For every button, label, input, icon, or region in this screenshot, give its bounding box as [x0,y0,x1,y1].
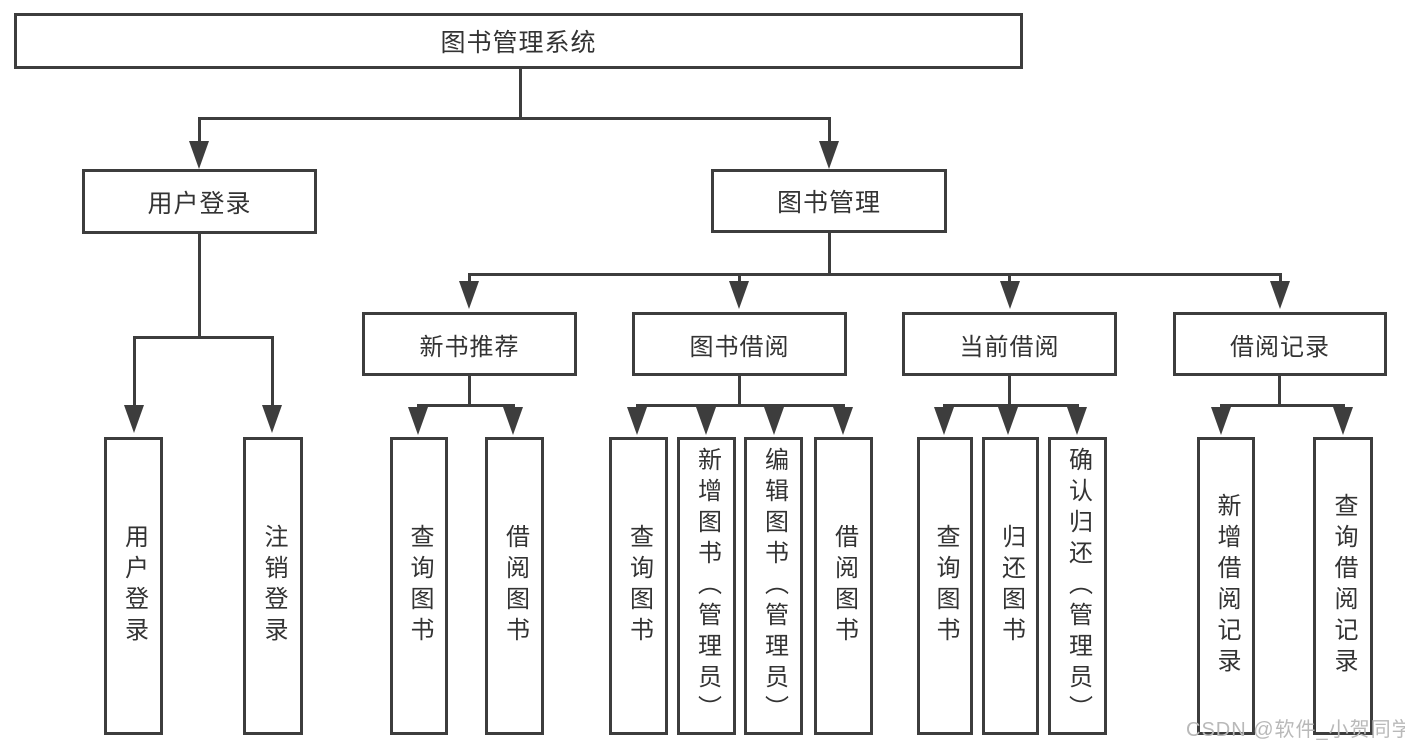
connector-user-vertical [198,233,201,339]
arrowhead-icon [764,407,784,435]
connector-root-vertical [519,69,522,119]
node-label: 新书推荐 [419,333,520,361]
arrowhead-icon [998,407,1018,435]
connector-stem [133,336,136,406]
node-book-management: 图书管理 [711,169,947,233]
node-label: 新增借阅记录 [1213,493,1240,679]
leaf-borrow-books-borrowing: 借阅图书 [814,437,873,735]
connector-vertical [468,376,471,407]
watermark: CSDN @软件_小贺同学 [1186,719,1405,741]
leaf-add-book-admin: 新增图书（管理员） [677,437,736,735]
arrowhead-icon [408,407,428,435]
connector-stem [1279,273,1282,283]
arrowhead-icon [627,407,647,435]
leaf-logout: 注销登录 [243,437,303,735]
node-label: 查询图书 [932,524,959,648]
connector-mgmt-vertical [828,233,831,276]
connector-stem [468,273,471,283]
arrowhead-icon [459,281,479,309]
node-label: 图书管理 [776,189,881,217]
node-label: 借阅记录 [1230,333,1330,361]
arrowhead-icon [696,407,716,435]
node-user-login: 用户登录 [82,169,317,234]
node-current-borrowing: 当前借阅 [902,312,1117,376]
arrowhead-icon [124,405,144,433]
node-book-borrowing: 图书借阅 [632,312,847,376]
leaf-edit-book-admin: 编辑图书（管理员） [744,437,803,735]
connector-vertical [738,376,741,407]
connector-horizontal [636,404,845,407]
leaf-query-books-borrowing: 查询图书 [609,437,668,735]
leaf-add-borrow-record: 新增借阅记录 [1197,437,1255,735]
node-label: 用户登录 [147,189,252,218]
node-label: 编辑图书（管理员） [760,446,788,726]
leaf-query-books-recommend: 查询图书 [390,437,448,735]
node-label: 查询图书 [625,524,653,648]
arrowhead-icon [1000,281,1020,309]
leaf-user-login: 用户登录 [104,437,163,735]
node-library-management-system: 图书管理系统 [14,13,1023,69]
node-label: 确认归还（管理员） [1064,446,1092,726]
connector-l2-horizontal [198,117,831,120]
connector-stem [198,117,201,143]
connector-horizontal [943,404,1079,407]
arrowhead-icon [189,141,209,169]
arrowhead-icon [934,407,954,435]
arrowhead-icon [819,141,839,169]
arrowhead-icon [833,407,853,435]
node-label: 查询图书 [406,524,433,648]
leaf-query-books-current: 查询图书 [917,437,973,735]
connector-stem [738,273,741,283]
arrowhead-icon [503,407,523,435]
node-label: 查询借阅记录 [1330,493,1357,679]
node-label: 图书借阅 [689,333,790,361]
leaf-borrow-books-recommend: 借阅图书 [485,437,544,735]
arrowhead-icon [262,405,282,433]
node-label: 借阅图书 [830,524,858,648]
node-label: 新增图书（管理员） [693,446,721,726]
node-label: 借阅图书 [501,524,529,648]
connector-horizontal [417,404,515,407]
node-label: 用户登录 [120,524,148,648]
arrowhead-icon [1270,281,1290,309]
leaf-confirm-return-admin: 确认归还（管理员） [1048,437,1107,735]
node-label: 注销登录 [260,524,287,648]
connector-stem [271,336,274,406]
node-new-book-recommendation: 新书推荐 [362,312,577,376]
connector-vertical [1278,376,1281,407]
connector-user-horizontal [133,336,274,339]
arrowhead-icon [1211,407,1231,435]
leaf-return-books: 归还图书 [982,437,1039,735]
node-label: 图书管理系统 [440,29,597,57]
node-label: 当前借阅 [959,333,1060,361]
connector-l3-horizontal [468,273,1282,276]
connector-horizontal [1220,404,1345,407]
leaf-query-borrow-record: 查询借阅记录 [1313,437,1373,735]
connector-vertical [1008,376,1011,407]
connector-stem [1008,273,1011,283]
connector-stem [828,117,831,143]
arrowhead-icon [1333,407,1353,435]
node-label: 归还图书 [997,524,1025,648]
arrowhead-icon [729,281,749,309]
arrowhead-icon [1067,407,1087,435]
node-borrowing-records: 借阅记录 [1173,312,1387,376]
